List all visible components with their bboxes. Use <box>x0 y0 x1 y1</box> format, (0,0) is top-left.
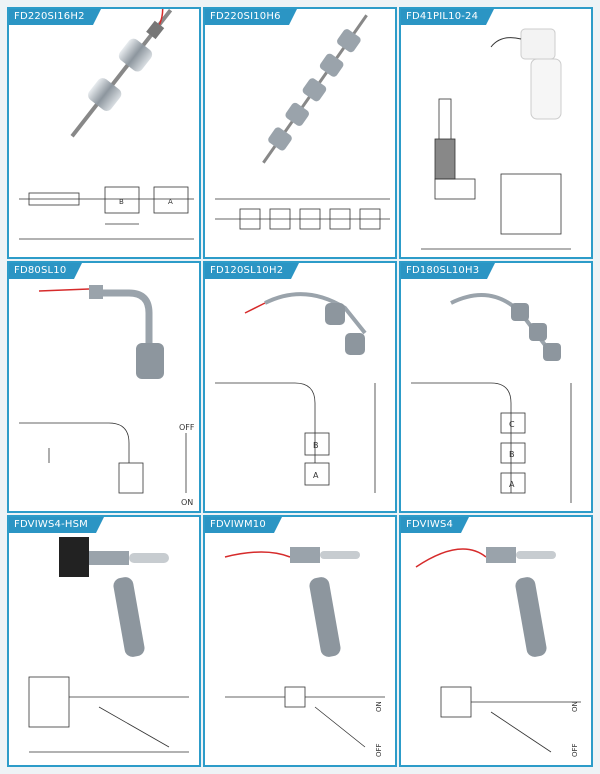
sensor-drawing: B A <box>19 9 194 240</box>
off-label: OFF <box>571 743 579 757</box>
sensor-drawing <box>421 28 571 250</box>
panel-fd41pil10-24: FD41PIL10-24 <box>399 7 593 259</box>
float-label-b: B <box>119 198 124 206</box>
model-label: FD180SL10H3 <box>401 263 496 279</box>
technical-drawing <box>225 686 385 748</box>
technical-drawing <box>19 186 194 240</box>
panel-fd80sl10: FD80SL10 OFF ON <box>7 261 201 513</box>
on-label: ON <box>181 498 193 507</box>
panel-fd220si10h6: FD220SI10H6 <box>203 7 397 259</box>
sensor-drawing: ON OFF <box>224 547 385 757</box>
panel-fdviws4-hsm: FDVIWS4-HSM <box>7 515 201 767</box>
model-label: FD120SL10H2 <box>205 263 300 279</box>
float-label-a: A <box>313 471 319 480</box>
sensor-photo <box>244 292 367 355</box>
sensor-drawing <box>28 537 189 753</box>
product-grid: FD220SI16H2 B <box>6 6 594 768</box>
model-label: FDVIWM10 <box>205 517 282 533</box>
technical-drawing <box>421 98 571 250</box>
off-label: OFF <box>375 743 383 757</box>
sensor-drawing: B A <box>215 292 376 493</box>
sensor-drawing: C B A <box>411 293 572 503</box>
sensor-photo <box>490 28 562 120</box>
on-label: ON <box>375 701 383 712</box>
technical-drawing <box>440 686 581 753</box>
model-label: FD80SL10 <box>9 263 83 279</box>
float-label-a: A <box>509 480 515 489</box>
model-label: FDVIWS4 <box>401 517 470 533</box>
sensor-photo <box>415 547 556 657</box>
panel-fd220si16h2: FD220SI16H2 B <box>7 7 201 259</box>
sensor-photo <box>70 9 173 138</box>
sensor-drawing <box>215 14 390 230</box>
float-label-c: C <box>509 420 515 429</box>
model-label: FD220SI10H6 <box>205 9 297 25</box>
model-label: FD41PIL10-24 <box>401 9 495 25</box>
sensor-photo <box>450 293 561 361</box>
panel-fd180sl10h3: FD180SL10H3 C B A <box>399 261 593 513</box>
sensor-drawing: OFF ON <box>19 285 195 507</box>
technical-drawing <box>19 422 187 494</box>
float-label-a: A <box>168 198 173 206</box>
panel-fd120sl10h2: FD120SL10H2 B A <box>203 261 397 513</box>
sensor-photo <box>224 547 360 657</box>
panel-fdviws4: FDVIWS4 ON OFF <box>399 515 593 767</box>
on-label: ON <box>571 701 579 712</box>
float-label-b: B <box>509 450 515 459</box>
technical-drawing <box>215 198 390 230</box>
sensor-photo <box>38 285 164 379</box>
technical-drawing <box>215 382 376 493</box>
technical-drawing <box>28 676 189 753</box>
technical-drawing <box>411 382 572 503</box>
model-label: FD220SI16H2 <box>9 9 101 25</box>
model-label: FDVIWS4-HSM <box>9 517 104 533</box>
panel-fdviwm10: FDVIWM10 ON OFF <box>203 515 397 767</box>
float-label-b: B <box>313 441 319 450</box>
sensor-photo <box>262 14 368 164</box>
sensor-photo <box>59 537 169 657</box>
sensor-drawing: ON OFF <box>415 547 581 757</box>
off-label: OFF <box>179 423 195 432</box>
